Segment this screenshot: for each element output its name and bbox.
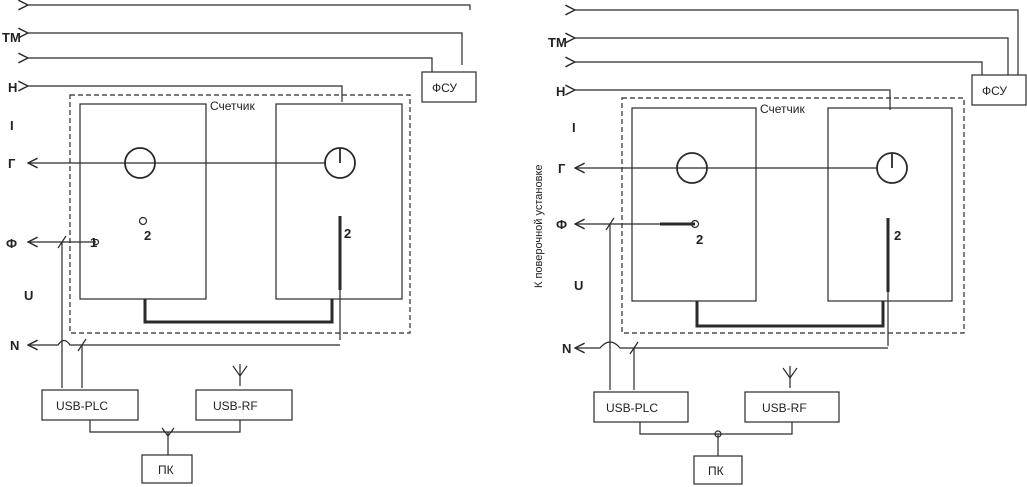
usb-rf-box (195, 389, 293, 421)
label-neutral: N (562, 341, 571, 356)
meter-box-right (827, 107, 953, 302)
meter-bus (143, 299, 334, 324)
fsu-label: ФСУ (982, 84, 1007, 98)
label-tm: ТМ (2, 30, 21, 45)
counter-enclosure (621, 97, 965, 334)
label-i: I (572, 120, 576, 135)
h-line (28, 86, 343, 102)
meter-bus (695, 301, 885, 328)
n-line (575, 341, 888, 348)
pk-label: ПК (158, 463, 174, 477)
counter-enclosure (69, 94, 411, 334)
usb-plc-box (593, 391, 689, 423)
usb-rf-label: USB-RF (762, 401, 807, 415)
label-g: Г (558, 161, 566, 176)
label-g: Г (8, 156, 16, 171)
pulse-indicator-left (124, 147, 156, 179)
point-2-label-right: 2 (894, 228, 901, 243)
label-neutral: N (10, 338, 19, 353)
tm-line-3 (28, 58, 433, 72)
label-i: I (10, 118, 14, 133)
point-2-label-left: 2 (696, 232, 703, 247)
label-tm: ТМ (548, 35, 567, 50)
tm-line-1 (28, 5, 471, 10)
fsu-box (971, 74, 1027, 106)
meter-box-left (631, 107, 757, 302)
label-u: U (24, 288, 33, 303)
right-diagram (575, 10, 1027, 485)
n-line (28, 341, 340, 346)
pk-box (141, 454, 193, 484)
point-2-left-dot (138, 216, 148, 226)
label-n: Н (8, 80, 17, 95)
point-2-label-right: 2 (344, 226, 351, 241)
h-line (575, 90, 891, 110)
side-note: К поверочной установке (533, 165, 545, 289)
usb-plc-label: USB-PLC (56, 399, 108, 413)
tm-line-2 (575, 38, 1009, 75)
point-1-label: 1 (90, 235, 97, 250)
label-f: Ф (556, 217, 567, 232)
point-2-label-left: 2 (144, 228, 151, 243)
tm-line-2 (28, 33, 463, 65)
fsu-label: ФСУ (432, 81, 457, 95)
meter-box-right (275, 103, 403, 300)
fsu-box (421, 71, 477, 103)
pk-label: ПК (708, 464, 724, 478)
label-n: Н (556, 84, 565, 99)
usb-plc-label: USB-PLC (606, 401, 658, 415)
counter-label: Счетчик (760, 102, 806, 116)
pk-box (693, 455, 743, 485)
label-f: Ф (6, 236, 17, 251)
tm-line-1 (575, 10, 1019, 75)
label-u: U (574, 278, 583, 293)
usb-rf-label: USB-RF (213, 399, 258, 413)
meter-box-left (79, 103, 207, 300)
counter-label: Счетчик (210, 99, 256, 113)
pk-bus (89, 420, 241, 433)
pk-bus (639, 422, 793, 435)
tm-line-3 (575, 62, 983, 75)
pulse-indicator-left (676, 152, 708, 184)
left-diagram (28, 5, 477, 484)
